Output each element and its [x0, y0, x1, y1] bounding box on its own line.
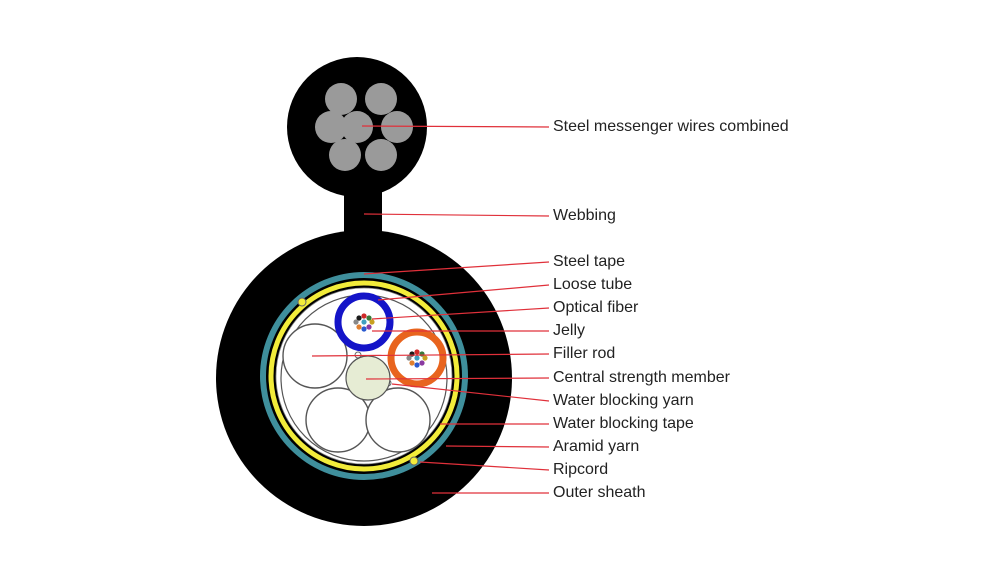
- optical-fiber: [406, 355, 412, 361]
- optical-fiber: [366, 315, 372, 321]
- leader-line: [363, 213, 550, 217]
- label-central-strength-member: Central strength member: [553, 369, 730, 386]
- ripcord: [409, 456, 419, 466]
- label-water-blocking-yarn: Water blocking yarn: [553, 392, 694, 409]
- leader-line: [363, 261, 550, 275]
- leader-lines: [311, 125, 550, 494]
- optical-fiber: [361, 326, 367, 332]
- optical-fiber: [366, 324, 372, 330]
- optical-fiber: [361, 319, 367, 325]
- leader-line: [445, 445, 550, 448]
- label-filler-rod: Filler rod: [553, 345, 616, 362]
- optical-fibers-orange-tube: [406, 349, 428, 368]
- leader-line: [365, 377, 550, 380]
- steel-messenger-wires: [315, 83, 413, 171]
- label-loose-tube: Loose tube: [553, 276, 633, 293]
- steel-wire: [341, 111, 373, 143]
- filler-rod: [365, 387, 431, 453]
- steel-wire: [325, 83, 357, 115]
- label-webbing: Webbing: [553, 207, 616, 224]
- label-jelly: Jelly: [553, 322, 586, 339]
- optical-fiber: [414, 362, 420, 368]
- steel-wire: [365, 139, 397, 171]
- optical-fiber: [369, 319, 375, 325]
- label-steel-tape: Steel tape: [553, 253, 626, 270]
- label-water-blocking-tape: Water blocking tape: [553, 415, 694, 432]
- optical-fiber: [422, 355, 428, 361]
- leader-line: [419, 461, 550, 471]
- leader-line: [371, 307, 550, 320]
- leader-line: [377, 284, 550, 301]
- optical-fiber: [414, 349, 420, 355]
- leader-line: [361, 125, 550, 128]
- optical-fibers-blue-tube: [353, 313, 375, 332]
- leader-line: [391, 383, 550, 402]
- ripcord: [297, 297, 307, 307]
- steel-wire: [365, 83, 397, 115]
- leader-line: [311, 353, 550, 357]
- optical-fiber: [356, 315, 362, 321]
- optical-fiber: [353, 319, 359, 325]
- steel-wire: [329, 139, 361, 171]
- water-blocking-tape: [268, 280, 460, 472]
- optical-fiber: [361, 313, 367, 319]
- label-aramid-yarn: Aramid yarn: [553, 438, 640, 455]
- optical-fiber: [356, 324, 362, 330]
- central-strength-member: [345, 355, 391, 401]
- optical-fiber: [419, 360, 425, 366]
- steel-wire: [381, 111, 413, 143]
- steel-wire: [315, 111, 347, 143]
- label-ripcord: Ripcord: [553, 461, 609, 478]
- label-optical-fiber: Optical fiber: [553, 299, 639, 316]
- optical-fiber: [409, 360, 415, 366]
- label-outer-sheath: Outer sheath: [553, 484, 646, 501]
- label-steel-messenger-wires: Steel messenger wires combined: [553, 118, 789, 135]
- optical-fiber: [414, 355, 420, 361]
